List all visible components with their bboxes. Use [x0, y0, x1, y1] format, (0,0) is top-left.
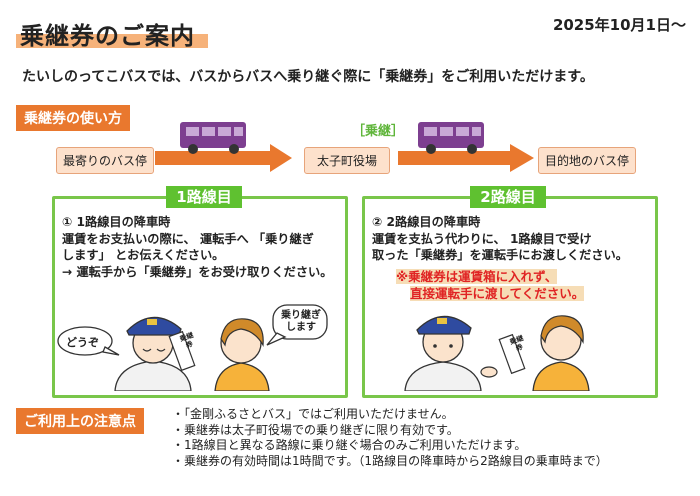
note-item: ・1路線目と異なる路線に乗り継ぐ場合のみご利用いただけます。 — [172, 438, 527, 452]
speech-bubble-icon — [266, 304, 328, 346]
notes-list: ・「金剛ふるさとバス」ではご利用いただけません。 ・乗継券は太子町役場での乗り継… — [172, 407, 608, 469]
page-title: 乗継券のご案内 — [20, 22, 195, 50]
route1-line-3: します」 とお伝えください。 — [62, 248, 225, 262]
route2-line-1: ② 2路線目の降車時 — [372, 215, 481, 229]
hand-icon — [480, 366, 498, 378]
driver-icon — [404, 315, 482, 391]
driver-icon — [114, 316, 192, 391]
route2-badge: 2路線目 — [470, 186, 546, 208]
passenger-icon — [214, 318, 270, 391]
route-diagram — [155, 122, 534, 172]
ticket-icon — [168, 330, 196, 372]
notes-heading: ご利用上の注意点 — [16, 408, 144, 434]
passenger-speech-line-1: 乗り継ぎ — [281, 310, 321, 321]
warning-line-1: ※乗継券は運賃箱に入れず、 — [396, 269, 558, 284]
stop-destination: 目的地のバス停 — [538, 147, 637, 174]
bus-2-icon — [418, 122, 484, 154]
note-item: ・「金剛ふるさとバス」ではご利用いただけません。 — [172, 407, 454, 421]
bus-1-icon — [180, 122, 246, 154]
route2-illustration — [404, 315, 590, 391]
route1-line-2: 運賃をお支払いの際に、 運転手へ 「乗り継ぎ — [62, 231, 314, 246]
route1-text: ① 1路線目の降車時 運賃をお支払いの際に、 運転手へ 「乗り継ぎ します」 と… — [62, 214, 332, 280]
route2-text: ② 2路線目の降車時 運賃を支払う代わりに、 1路線目で受け 取った「乗継券」を… — [372, 214, 628, 264]
passenger-icon — [532, 315, 590, 391]
route1-box — [52, 196, 348, 398]
route1-line-4: → 運転手から「乗継券」をお受け取りください。 — [62, 264, 333, 279]
usage-heading: 乗継券の使い方 — [16, 105, 130, 131]
note-item: ・乗継券は太子町役場での乗り継ぎに限り有効です。 — [172, 422, 459, 437]
transfer-label: ［乗継］ — [352, 124, 405, 139]
title-highlight — [16, 34, 208, 48]
route1-badge: 1路線目 — [166, 186, 242, 208]
route2-line-3: 取った「乗継券」を運転手にお渡しください。 — [372, 248, 628, 262]
route1-illustration — [57, 304, 328, 391]
stop-transfer: 太子町役場 — [304, 147, 391, 174]
route1-line-1: ① 1路線目の降車時 — [62, 215, 171, 229]
note-item: ・乗継券の有効時間は1時間です。（1路線目の降車時から2路線目の乗車時まで） — [172, 453, 608, 468]
speech-bubble-icon — [57, 326, 120, 356]
arrow-1-icon — [155, 144, 292, 172]
driver-speech: どうぞ — [66, 336, 99, 349]
ticket-icon — [498, 333, 526, 375]
intro-text: たいしのってこバスでは、バスからバスへ乗り継ぐ際に「乗継券」をご利用いただけます… — [22, 69, 594, 85]
warning-line-2: 直接運転手に渡してください。 — [410, 286, 585, 301]
passenger-speech-line-2: します — [286, 322, 316, 333]
route2-line-2: 運賃を支払う代わりに、 1路線目で受け — [372, 231, 592, 246]
route2-warning: ※乗継券は運賃箱に入れず、 直接運転手に渡してください。 — [396, 268, 585, 302]
stop-origin: 最寄りのバス停 — [56, 147, 155, 174]
passenger-speech: 乗り継ぎ します — [276, 310, 326, 334]
effective-date: 2025年10月1日〜 — [552, 16, 686, 34]
arrow-2-icon — [398, 144, 534, 172]
